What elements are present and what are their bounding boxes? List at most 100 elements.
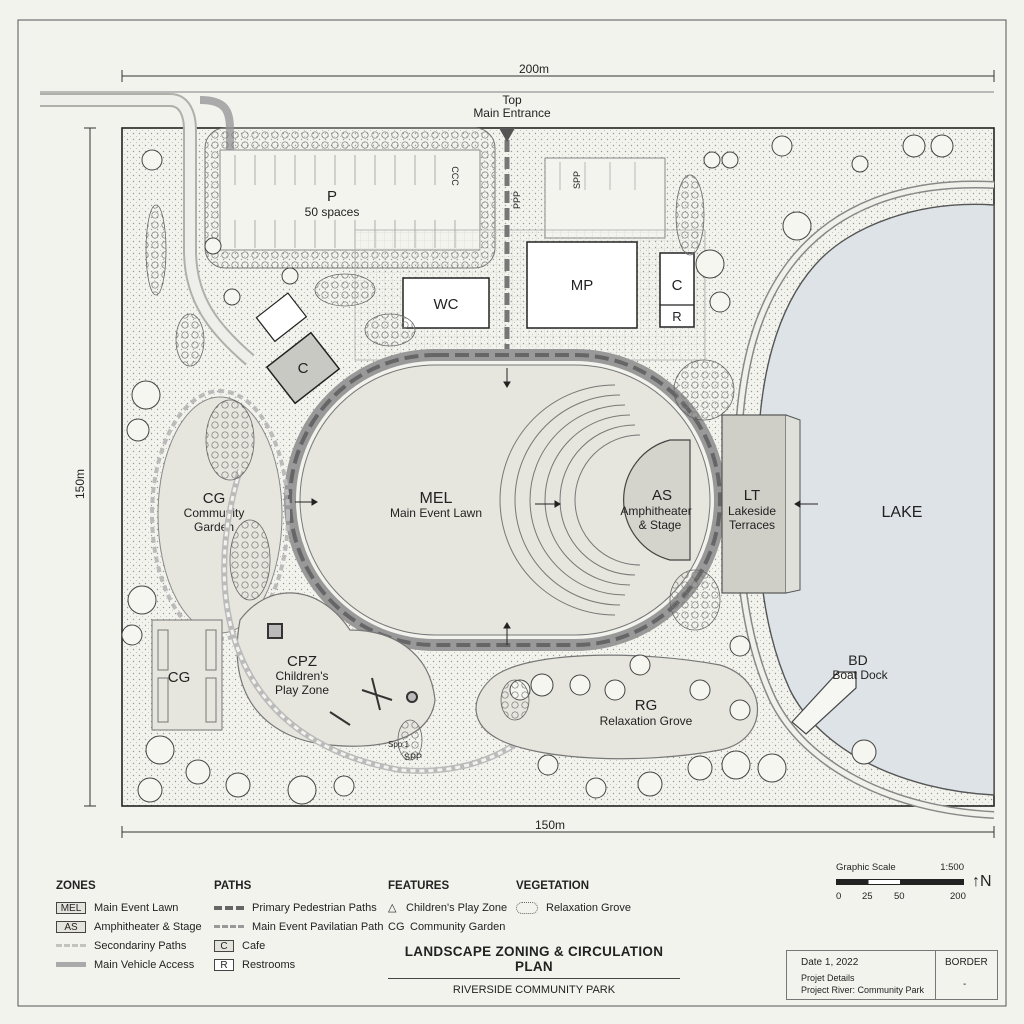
scale-label: Graphic Scale (836, 862, 896, 873)
legend-label: Cafe (242, 939, 266, 952)
dimension-left: 150m (73, 469, 87, 499)
legend-features: FEATURES △Children's Play Zone CG Communi… (388, 880, 507, 936)
plan-subtitle: RIVERSIDE COMMUNITY PARK (452, 984, 616, 996)
shrub-masses (145, 174, 735, 761)
legend-label: Primary Pedestrian Paths (252, 901, 377, 914)
cafe-kiosk (265, 331, 341, 405)
dimension-lines (84, 70, 995, 838)
legend-swatch: CG (388, 920, 405, 933)
info-block: Date 1, 2022 BORDER Projet Details Proje… (786, 950, 998, 1000)
garden-plots (151, 619, 223, 731)
cafe-code-top: C (672, 277, 683, 294)
mel-name: Main Event Lawn (390, 506, 482, 520)
legend-paths-heading: PATHS (214, 880, 252, 892)
info-details-1: Projet Details (801, 973, 855, 983)
entrance-arrow-icon (499, 128, 515, 142)
entrance-path-code: PPP (512, 191, 522, 209)
restroom-code-top: R (672, 309, 681, 324)
as-code: AS (652, 487, 672, 504)
wc-building (402, 277, 490, 329)
lt-code: LT (744, 487, 760, 504)
cpz-name-2: Play Zone (275, 683, 329, 697)
as-name-1: Amphitheater (620, 504, 691, 518)
scale-bar (836, 879, 964, 885)
parking-marking-right: SPP (572, 171, 582, 189)
entrance-label-top: Top (502, 93, 522, 107)
mp-building (526, 241, 638, 329)
legend-item: CG Community Garden (388, 917, 507, 936)
main-event-lawn (299, 364, 711, 636)
graphic-scale: Graphic Scale 1:500 ↑N 0 25 50 200 (836, 862, 996, 903)
scale-tick-1: 25 (862, 891, 873, 902)
dimension-top: 200m (519, 62, 549, 76)
title-block: LANDSCAPE ZONING & CIRCULATION PLAN RIVE… (388, 944, 680, 996)
childrens-play-zone (236, 592, 436, 747)
legend-zones-heading: ZONES (56, 880, 96, 892)
lt-name-1: Lakeside (728, 504, 776, 518)
legend-label: Secondariny Paths (94, 939, 187, 952)
legend-vegetation: VEGETATION Relaxation Grove (516, 880, 631, 917)
main-event-path-swatch (214, 925, 244, 928)
play-equipment (267, 623, 418, 726)
legend-vegetation-heading: VEGETATION (516, 880, 590, 892)
scale-tick-3: 200 (950, 891, 966, 902)
scale-tick-2: 50 (894, 891, 905, 902)
cafe-code: C (298, 360, 309, 377)
legend-item: Primary Pedestrian Paths (214, 898, 383, 917)
dimension-bottom: 150m (535, 818, 565, 832)
legend-label: Restrooms (242, 958, 296, 971)
legend-label: Community Garden (410, 920, 506, 933)
parking-marking-left: CCC (450, 166, 460, 186)
legend-label: Main Event Lawn (94, 901, 179, 914)
legend-swatch: AS (56, 920, 86, 933)
bd-code: BD (848, 652, 867, 668)
scale-tick-0: 0 (836, 891, 842, 902)
legend-item: R Restrooms (214, 955, 383, 974)
lt-name-2: Terraces (729, 518, 775, 532)
lakeside-terraces (721, 414, 787, 594)
parking-lot-east (544, 157, 666, 239)
cafe-restroom-building (659, 252, 695, 328)
legend-item: △Children's Play Zone (388, 898, 507, 917)
cg-code: CG (203, 490, 226, 507)
rg-code: RG (635, 697, 658, 714)
mel-code: MEL (420, 490, 453, 507)
cg-plots-code: CG (168, 669, 191, 686)
info-date: Date 1, 2022 (801, 957, 859, 968)
plan-title: LANDSCAPE ZONING & CIRCULATION PLAN (388, 944, 680, 979)
primary-path-swatch (214, 905, 244, 910)
legend-paths: PATHS Primary Pedestrian Paths Main Even… (214, 880, 383, 974)
legend-label: Relaxation Grove (546, 901, 631, 914)
vehicle-access-road-inner (40, 95, 254, 364)
trees (121, 134, 954, 805)
lake-label: LAKE (882, 504, 923, 521)
info-details-2: Project River: Community Park (801, 985, 925, 995)
shrub-icon (516, 901, 538, 914)
legend-swatch: C (214, 939, 234, 952)
legend-features-heading: FEATURES (388, 880, 450, 892)
cpz-code: CPZ (287, 653, 317, 670)
legend-label: Main Vehicle Access (94, 958, 195, 971)
info-border-label: BORDER (945, 957, 988, 968)
legend-item: MEL Main Event Lawn (56, 898, 202, 917)
legend-swatch: MEL (56, 901, 86, 914)
parking-capacity: 50 spaces (305, 205, 360, 219)
page-frame (17, 19, 1007, 1007)
legend-label: Children's Play Zone (406, 901, 508, 914)
cpz-name-1: Children's (276, 669, 329, 683)
as-name-2: & Stage (639, 518, 682, 532)
legend-swatch: R (214, 958, 234, 971)
secondary-path-swatch (56, 944, 86, 947)
primary-loop-dashes (288, 353, 722, 647)
circulation-arrows (295, 368, 818, 645)
kiosk-small (255, 292, 308, 343)
rg-name: Relaxation Grove (600, 714, 693, 728)
legend-item: C Cafe (214, 936, 383, 955)
legend-item: Main Event Pavilatian Path (214, 917, 383, 936)
cg-name-1: Community (184, 506, 245, 520)
legend-item: Main Vehicle Access (56, 955, 202, 974)
